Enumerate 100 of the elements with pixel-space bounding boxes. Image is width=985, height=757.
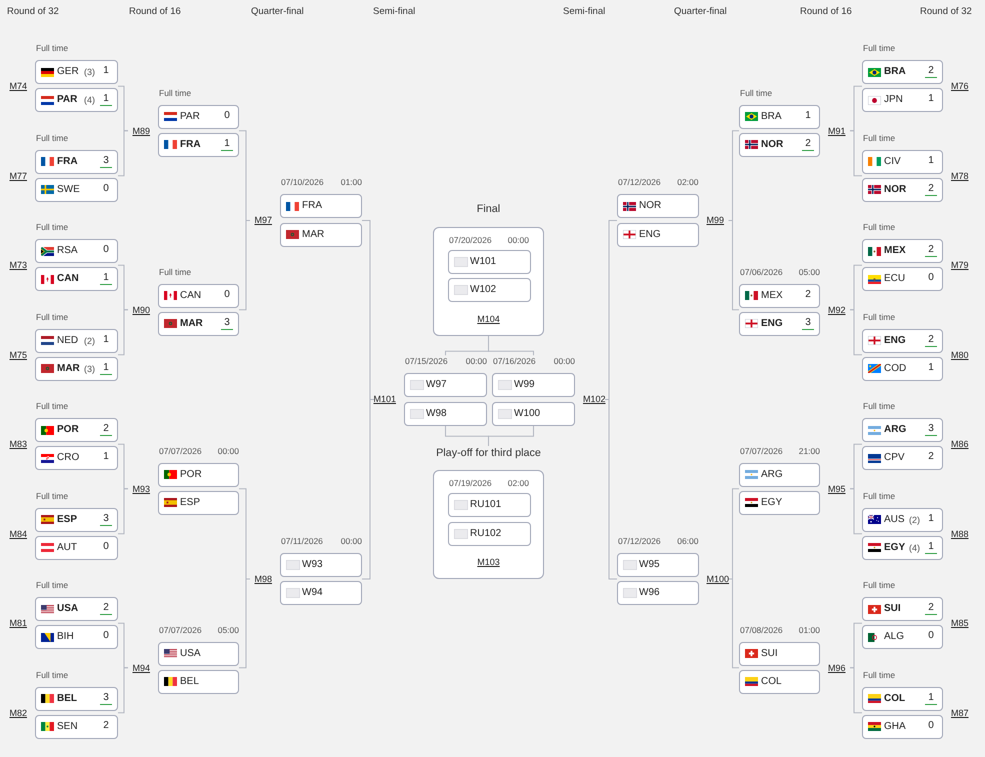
round-heading: Quarter-final	[674, 5, 727, 19]
kickoff-time: 21:00	[798, 444, 820, 456]
match-code: M96	[828, 662, 846, 674]
score: 0	[102, 182, 110, 195]
team-name: W95	[639, 558, 660, 571]
team-row	[404, 373, 487, 398]
team-row	[862, 418, 943, 442]
score: 2	[925, 332, 937, 346]
match-code: M79	[951, 259, 969, 272]
match-code: M92	[828, 304, 846, 316]
team-name: USA	[57, 603, 78, 615]
match-date: 07/08/2026	[740, 624, 783, 636]
team-name: W99	[514, 379, 535, 392]
team-name: NOR	[639, 200, 662, 212]
penalty-score: (4)	[84, 94, 95, 106]
match-date: 07/12/2026	[618, 534, 661, 547]
team-row	[492, 402, 575, 426]
score: 2	[925, 64, 937, 78]
score: 1	[925, 540, 937, 554]
penalty-score: (3)	[84, 66, 95, 78]
match-date: 07/15/2026	[405, 355, 448, 368]
score: 2	[102, 718, 110, 732]
team-row	[158, 462, 239, 486]
team-row	[862, 714, 943, 739]
team-name: ALG	[884, 631, 904, 644]
bracket-line	[118, 309, 128, 356]
team-name: MAR	[302, 228, 324, 241]
team-row	[492, 373, 575, 398]
team-name: JPN	[884, 94, 903, 106]
match-date: 07/11/2026	[281, 534, 323, 547]
team-name: COD	[884, 362, 906, 375]
round-title: Final	[476, 202, 500, 216]
team-name: RU102	[470, 528, 502, 540]
score: 1	[100, 360, 112, 375]
penalty-score: (4)	[909, 542, 920, 554]
match-code: M100	[706, 572, 730, 585]
bracket-line	[362, 399, 374, 580]
team-row	[862, 597, 943, 621]
team-name: AUS	[884, 514, 905, 526]
score: 2	[925, 601, 937, 615]
score: 2	[925, 182, 937, 196]
kickoff-time: 00:00	[554, 355, 575, 368]
team-name: MAR	[180, 318, 203, 330]
team-name: AUT	[57, 542, 77, 554]
match-code: M90	[132, 304, 150, 316]
round-heading: Round of 16	[129, 5, 181, 19]
team-name: W97	[426, 379, 447, 392]
team-row	[35, 418, 118, 442]
match-code: M76	[951, 80, 969, 92]
team-row	[35, 88, 118, 112]
team-row	[617, 194, 698, 218]
team-row	[739, 490, 820, 515]
kickoff-time: 01:00	[340, 176, 362, 188]
team-row	[448, 250, 530, 274]
match-code: M102	[583, 393, 606, 406]
bracket-line	[238, 220, 250, 310]
match-date: 07/20/2026	[449, 234, 492, 246]
team-row	[35, 625, 118, 650]
match-code: M101	[373, 393, 396, 406]
team-name: CRO	[57, 452, 80, 464]
match-code: M86	[951, 438, 969, 450]
team-row	[617, 222, 698, 247]
match-date: 07/12/2026	[618, 176, 661, 188]
score: 1	[804, 108, 812, 122]
match-code: M87	[951, 706, 969, 719]
team-row	[35, 508, 118, 532]
team-row	[280, 194, 362, 218]
team-name: ECU	[884, 273, 906, 286]
score: 2	[100, 422, 112, 436]
match-status: Full time	[863, 490, 896, 502]
team-row	[862, 446, 943, 470]
team-name: W98	[426, 408, 447, 420]
match-status: Full time	[159, 266, 192, 278]
match-code: M97	[254, 214, 272, 226]
match-status: Full time	[36, 132, 68, 144]
match-code: M99	[706, 214, 724, 226]
team-name: BEL	[57, 692, 77, 704]
round-heading: Semi-final	[373, 5, 416, 19]
team-name: ENG	[639, 228, 661, 241]
team-name: MEX	[761, 290, 783, 302]
team-name: FRA	[57, 156, 78, 168]
match-status: Full time	[36, 310, 68, 322]
team-name: POR	[57, 424, 79, 436]
score: 0	[927, 271, 935, 284]
team-row	[158, 132, 239, 157]
team-row	[158, 490, 239, 515]
kickoff-time: 02:00	[508, 477, 529, 489]
team-row	[862, 239, 943, 263]
team-name: CAN	[180, 290, 202, 302]
match-status: Full time	[863, 310, 896, 322]
match-status: Full time	[36, 221, 68, 233]
team-name: SUI	[761, 648, 778, 660]
team-row	[35, 267, 118, 292]
match-code: M85	[951, 617, 969, 630]
team-name: MEX	[884, 245, 906, 257]
team-name: CIV	[884, 156, 901, 168]
team-row	[448, 493, 530, 518]
match-code: M98	[254, 572, 272, 585]
bracket-line	[118, 488, 128, 534]
team-name: PAR	[57, 94, 78, 106]
